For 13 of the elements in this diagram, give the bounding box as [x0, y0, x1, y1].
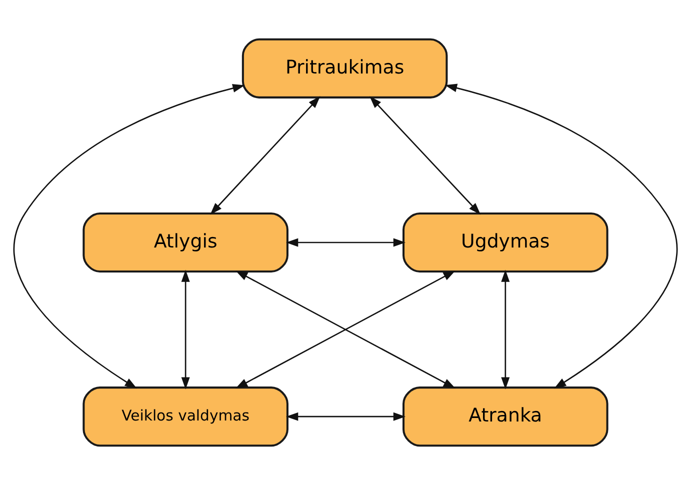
node-box: Atlygis [82, 212, 288, 272]
node-box: Atranka [402, 386, 608, 446]
node-box: Ugdymas [402, 212, 608, 272]
arrow [181, 269, 190, 389]
arrow [286, 412, 406, 420]
arrow [210, 96, 320, 214]
arrow [370, 96, 481, 214]
arrow [14, 84, 245, 388]
arrow [286, 238, 406, 246]
node-box: Pritraukimas [242, 38, 448, 98]
node-box: Veiklos valdymas [82, 386, 288, 446]
arrow [444, 83, 678, 388]
arrow [501, 269, 510, 389]
